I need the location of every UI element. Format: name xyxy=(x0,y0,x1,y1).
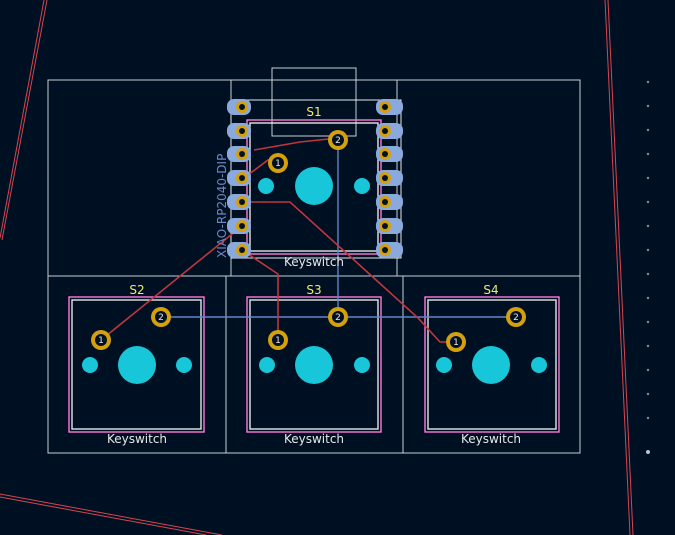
s1-pad-2-label: 2 xyxy=(335,136,341,146)
board-outline[interactable] xyxy=(0,0,634,535)
footprint-s2[interactable]: S2 2 1 Keyswitch xyxy=(82,283,192,446)
grid-dots xyxy=(646,80,650,454)
mcu-label: XIAO-RP2040-DIP xyxy=(215,154,229,258)
mcu-usb-outline xyxy=(271,67,357,137)
s3-peg-left xyxy=(259,357,275,373)
s3-pad-1-label: 1 xyxy=(275,336,281,346)
s2-pad-2-label: 2 xyxy=(158,313,164,323)
s1-peg-left xyxy=(258,178,274,194)
s2-center-hole xyxy=(118,346,156,384)
s1-ref: S1 xyxy=(306,105,321,119)
courtyard-s4 xyxy=(402,275,581,454)
s4-center-hole xyxy=(472,346,510,384)
s4-ref: S4 xyxy=(483,283,498,297)
courtyard-outlines xyxy=(47,67,581,454)
s3-pad-2-label: 2 xyxy=(335,313,341,323)
mcu-left-pads xyxy=(227,99,251,258)
s1-value: Keyswitch xyxy=(284,255,344,269)
s2-ref: S2 xyxy=(129,283,144,297)
s2-peg-right xyxy=(176,357,192,373)
s4-peg-left xyxy=(436,357,452,373)
s4-pad-2-label: 2 xyxy=(513,313,519,323)
s4-peg-right xyxy=(531,357,547,373)
footprint-s1[interactable]: S1 2 1 Keyswitch xyxy=(258,105,370,269)
s3-peg-right xyxy=(354,357,370,373)
s4-pad-1-label: 1 xyxy=(453,338,459,348)
s2-peg-left xyxy=(82,357,98,373)
s3-center-hole xyxy=(295,346,333,384)
s1-peg-right xyxy=(354,178,370,194)
s4-value: Keyswitch xyxy=(461,432,521,446)
s3-value: Keyswitch xyxy=(284,432,344,446)
s2-pad-1-label: 1 xyxy=(98,336,104,346)
front-tracks[interactable] xyxy=(100,137,456,343)
footprint-s4[interactable]: S4 2 1 Keyswitch xyxy=(436,283,547,446)
s1-pad-1-label: 1 xyxy=(275,159,281,169)
footprint-s3[interactable]: S3 2 1 Keyswitch xyxy=(259,283,370,446)
mcu-right-pads xyxy=(376,99,403,258)
fab-outlines xyxy=(68,119,560,433)
s1-center-hole xyxy=(295,167,333,205)
s2-value: Keyswitch xyxy=(107,432,167,446)
small-dot-icon xyxy=(646,450,650,454)
s3-ref: S3 xyxy=(306,283,321,297)
mcu-pads[interactable] xyxy=(227,99,403,258)
